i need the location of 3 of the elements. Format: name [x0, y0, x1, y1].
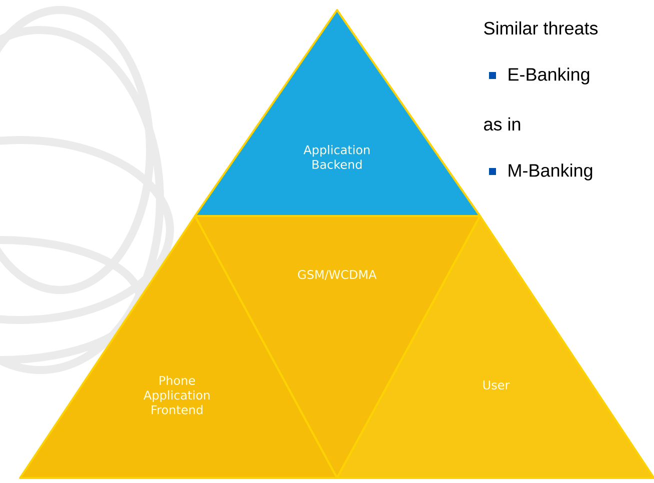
- text-line: E-Banking: [508, 68, 590, 84]
- pyramid-segment: Application Backend: [194, 9, 481, 217]
- text-line: M-Banking: [508, 164, 592, 180]
